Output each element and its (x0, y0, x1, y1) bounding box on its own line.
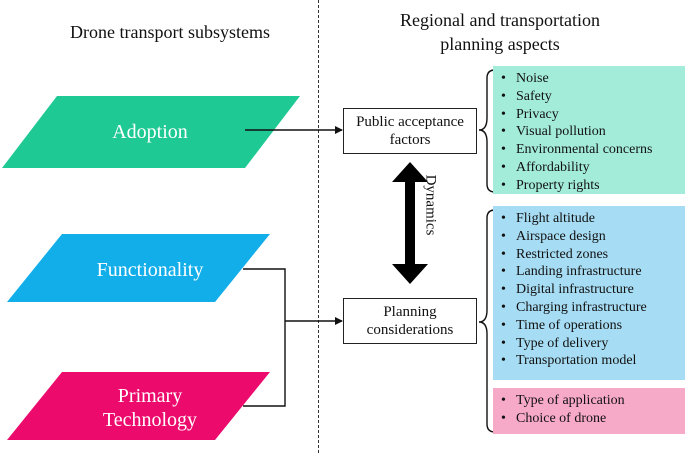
planning-line-1: Planning (383, 304, 437, 320)
functionality-connector (243, 268, 286, 407)
dynamics-label: Dynamics (422, 174, 439, 236)
planning-line-2: considerations (366, 322, 454, 338)
list-item: Safety (501, 88, 685, 106)
list-item: Choice of drone (501, 410, 685, 428)
primary-technology-line-1: Primary (117, 385, 183, 407)
acceptance-bracket (478, 69, 496, 193)
primary-technology-shape (7, 372, 270, 440)
planning-bracket (478, 209, 496, 433)
primary-technology-line-2: Technology (102, 409, 198, 431)
left-column-header: Drone transport subsystems (70, 22, 270, 42)
list-item: Airspace design (501, 228, 685, 246)
application-panel: Type of application Choice of drone (493, 388, 685, 434)
functionality-shape (7, 234, 270, 302)
right-header-line-1: Regional and transportation (400, 10, 600, 30)
list-item: Type of delivery (501, 335, 685, 353)
right-header-line-2: planning aspects (440, 34, 560, 54)
public-acceptance-box: Public acceptance factors (343, 108, 477, 154)
list-item: Landing infrastructure (501, 263, 685, 281)
list-item: Time of operations (501, 317, 685, 335)
column-divider (318, 0, 319, 453)
right-column-header: Regional and transportation planning asp… (350, 8, 650, 56)
dynamics-arrow (392, 162, 428, 284)
adoption-shape (2, 96, 300, 168)
planning-considerations-box: Planning considerations (343, 298, 477, 344)
list-item: Restricted zones (501, 246, 685, 264)
list-item: Digital infrastructure (501, 281, 685, 299)
public-acceptance-line-1: Public acceptance (356, 114, 464, 130)
list-item: Transportation model (501, 352, 685, 370)
adoption-label: Adoption (112, 121, 188, 143)
functionality-label: Functionality (96, 259, 204, 281)
list-item: Flight altitude (501, 210, 685, 228)
public-acceptance-line-2: factors (389, 132, 431, 148)
list-item: Visual pollution (501, 123, 685, 141)
planning-considerations-panel: Flight altitude Airspace design Restrict… (493, 206, 685, 380)
list-item: Type of application (501, 392, 685, 410)
list-item: Charging infrastructure (501, 299, 685, 317)
list-item: Privacy (501, 106, 685, 124)
list-item: Environmental concerns (501, 141, 685, 159)
list-item: Property rights (501, 177, 685, 195)
primary-technology-label: Primary Technology (30, 384, 270, 432)
list-item: Noise (501, 70, 685, 88)
acceptance-factors-panel: Noise Safety Privacy Visual pollution En… (493, 66, 685, 194)
list-item: Affordability (501, 159, 685, 177)
